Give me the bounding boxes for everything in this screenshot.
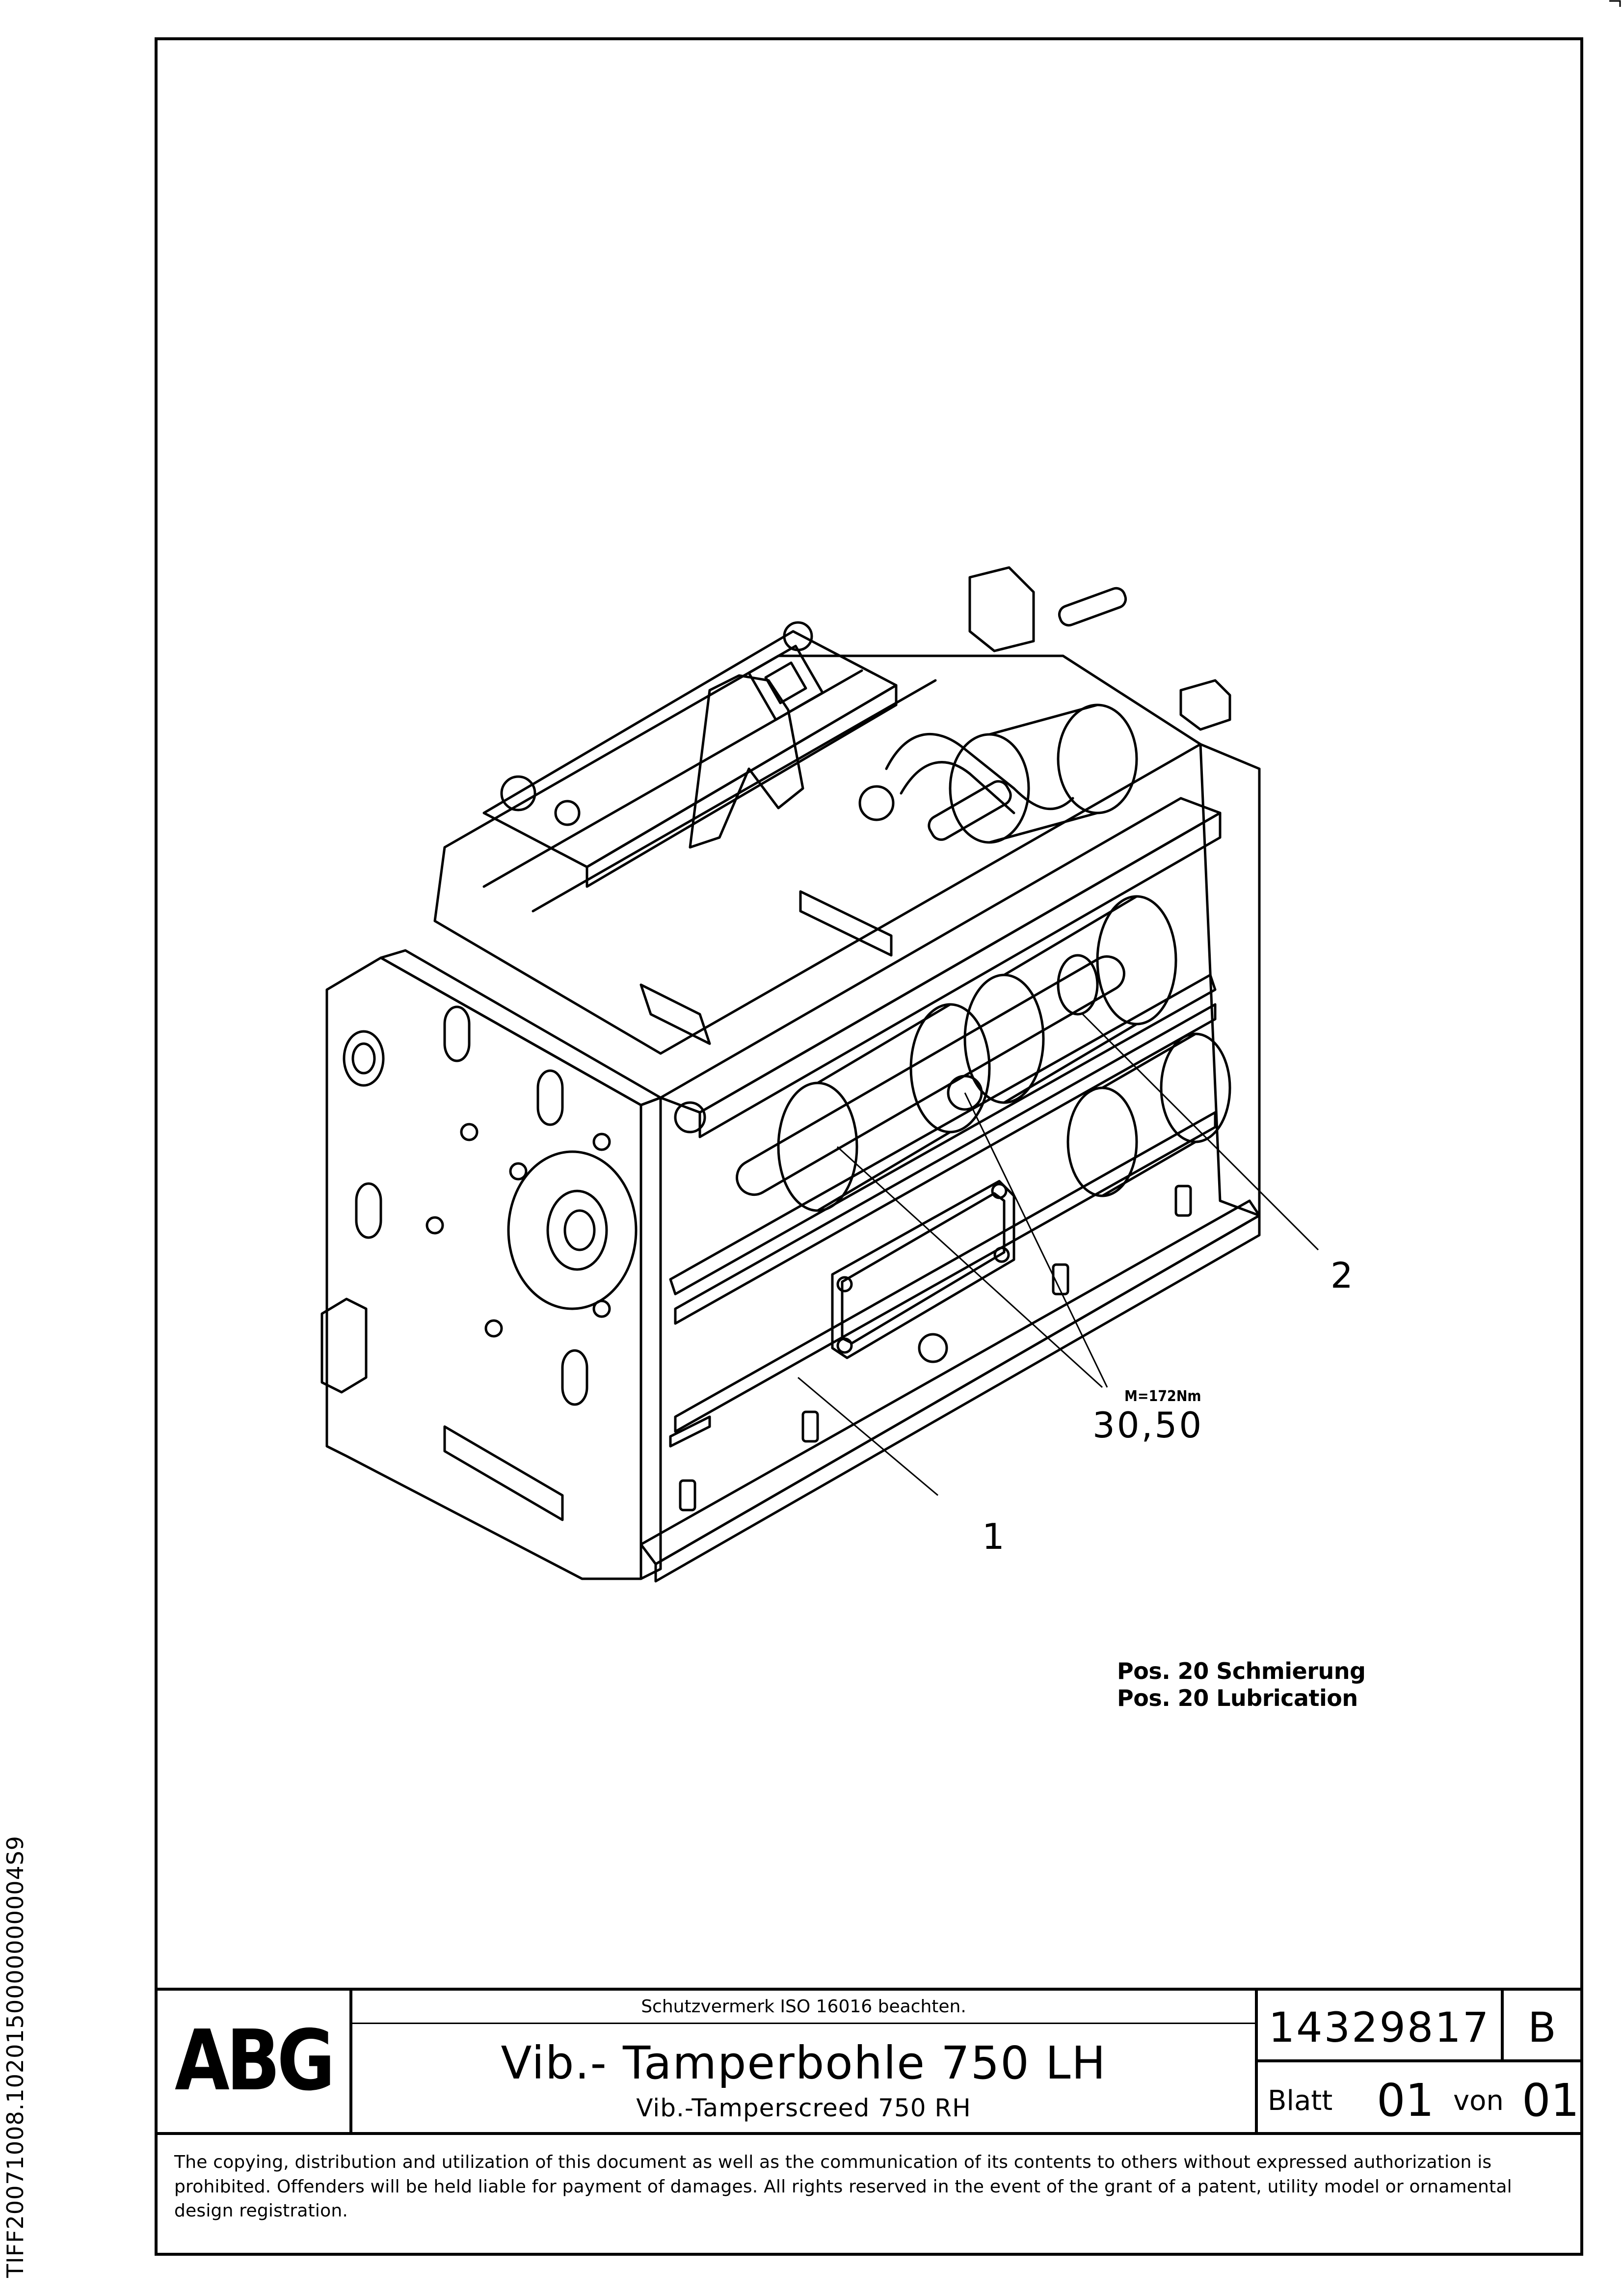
abg-logo: ABG <box>175 2012 335 2109</box>
sheet-label: Blatt <box>1268 2085 1333 2117</box>
drawing-number: 14329817 <box>1268 2003 1490 2052</box>
drawing-title-en: Vib.-Tamperscreed 750 RH <box>636 2094 971 2122</box>
lubrication-note-en: Pos. 20 Lubrication <box>1117 1685 1358 1712</box>
callout-item-30-50: 30,50 <box>1092 1405 1204 1446</box>
drawing-title-de: Vib.- Tamperbohle 750 LH <box>501 2037 1107 2089</box>
title-block: ABG Schutzvermerk ISO 16016 beachten. Vi… <box>158 1988 1580 2135</box>
callout-item-2: 2 <box>1330 1255 1353 1296</box>
sheet-total: 01 <box>1522 2074 1580 2127</box>
side-document-code: TIFF20071008.1020150000000004S9 <box>2 1835 28 2278</box>
corner-mark <box>1609 0 1621 7</box>
drawing-frame: 1 2 M=172Nm 30,50 Pos. 20 Schmierung Pos… <box>155 37 1583 2256</box>
lubrication-note: Pos. 20 Schmierung Pos. 20 Lubrication <box>1117 1658 1366 1712</box>
of-label: von <box>1453 2085 1504 2117</box>
tamper-screed-assembly-drawing <box>320 566 1319 1583</box>
copyright-notice: The copying, distribution and utilizatio… <box>174 2152 1512 2221</box>
torque-value: M=172Nm <box>1124 1388 1201 1405</box>
callout-item-1: 1 <box>982 1516 1005 1557</box>
revision: B <box>1528 2003 1556 2052</box>
protection-note: Schutzvermerk ISO 16016 beachten. <box>641 1997 966 2017</box>
lubrication-note-de: Pos. 20 Schmierung <box>1117 1658 1366 1684</box>
sheet-number: 01 <box>1377 2074 1435 2127</box>
